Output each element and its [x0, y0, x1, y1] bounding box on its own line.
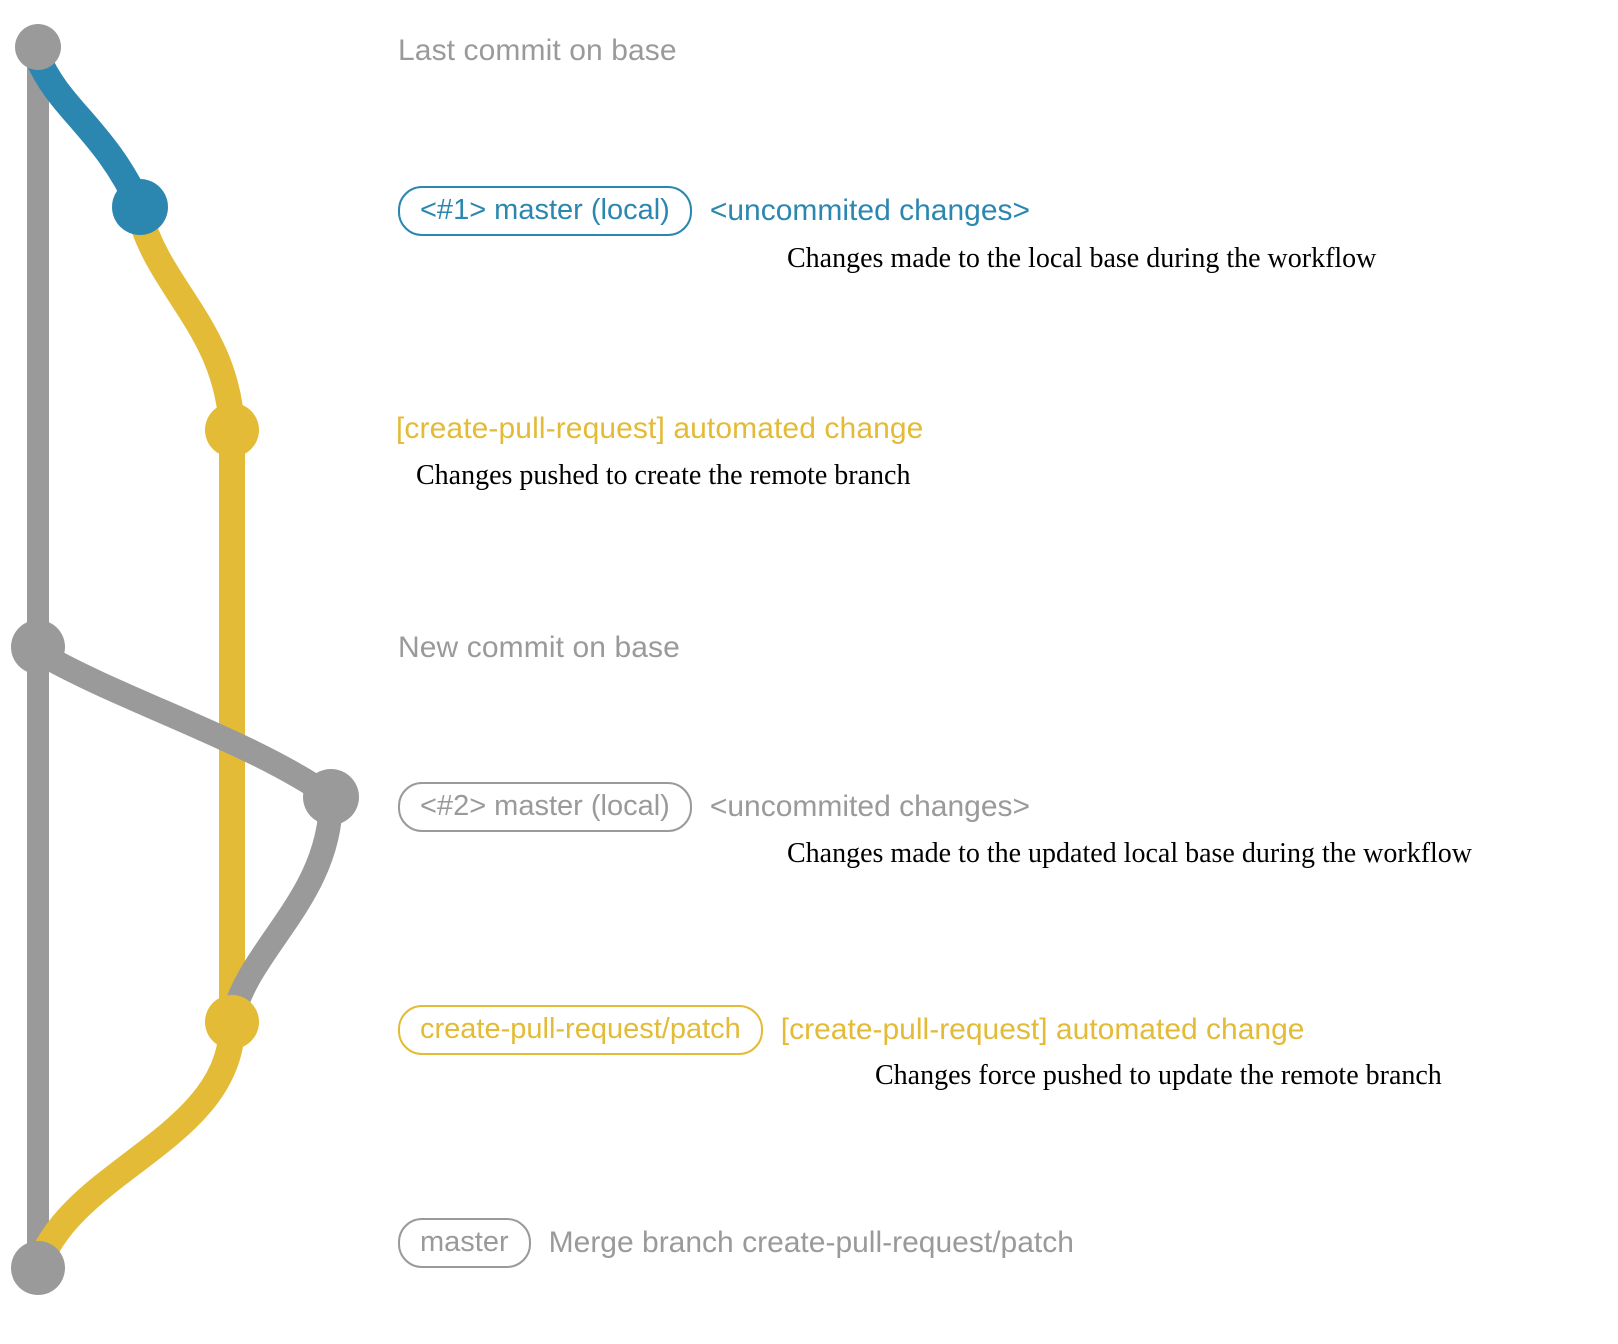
commit-message-local-2: <uncommited changes>	[709, 790, 1031, 824]
row-description-patch-1: Changes pushed to create the remote bran…	[416, 460, 911, 491]
commit-message-merge: Merge branch create-pull-request/patch	[548, 1226, 1074, 1260]
row-patch-1: [create-pull-request] automated change	[396, 412, 923, 446]
branch-line-local-2	[26, 640, 343, 809]
row-local-2: <#2> master (local) <uncommited changes>	[398, 782, 1031, 833]
branch-badge-master-local-2[interactable]: <#2> master (local)	[398, 782, 692, 833]
branch-badge-create-pull-request-patch[interactable]: create-pull-request/patch	[398, 1005, 763, 1056]
branch-line-local-1	[25, 45, 153, 220]
row-patch-2: create-pull-request/patch [create-pull-r…	[398, 1005, 1305, 1056]
branch-line-local2-to-patch2	[220, 788, 343, 1034]
row-description-patch-2: Changes force pushed to update the remot…	[875, 1060, 1442, 1091]
commit-message-local-1: <uncommited changes>	[709, 194, 1031, 228]
row-last-commit-base: Last commit on base	[398, 34, 677, 68]
commit-node-local-1[interactable]	[112, 179, 168, 235]
commit-node-local-2[interactable]	[303, 769, 359, 825]
commit-message-new-commit-base: New commit on base	[398, 631, 680, 664]
commit-message-last-commit-base: Last commit on base	[398, 34, 677, 67]
branch-line-patch-1	[127, 202, 245, 443]
row-description-local-2: Changes made to the updated local base d…	[787, 838, 1473, 869]
row-new-commit-base: New commit on base	[398, 631, 680, 665]
row-description-local-1: Changes made to the local base during th…	[787, 243, 1377, 274]
commit-node-patch-1[interactable]	[205, 403, 259, 457]
branch-badge-master[interactable]: master	[398, 1218, 531, 1269]
branch-badge-master-local-1[interactable]: <#1> master (local)	[398, 186, 692, 237]
row-local-1: <#1> master (local) <uncommited changes>	[398, 186, 1031, 237]
commit-message-patch-2: [create-pull-request] automated change	[780, 1013, 1305, 1047]
commit-message-patch-1: [create-pull-request] automated change	[396, 412, 924, 445]
commit-node-patch-2[interactable]	[205, 995, 259, 1049]
row-merge: master Merge branch create-pull-request/…	[398, 1218, 1074, 1269]
commit-node-base-last[interactable]	[15, 24, 61, 70]
commit-node-merge[interactable]	[11, 1241, 65, 1295]
commit-node-base-new[interactable]	[11, 620, 65, 674]
branch-line-patch2-to-merge	[25, 1015, 245, 1281]
